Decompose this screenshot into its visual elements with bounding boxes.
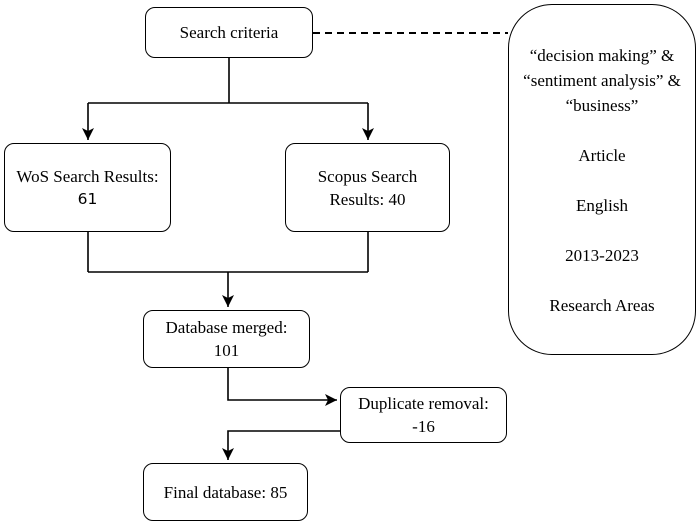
node-database-merged: Database merged: 101 <box>143 310 310 368</box>
node-search-criteria: Search criteria <box>145 7 313 58</box>
panel-item-article: Article <box>578 146 626 165</box>
node-label: Scopus Search <box>317 166 418 186</box>
node-label: WoS Search Results: <box>16 166 159 186</box>
node-wos-results: WoS Search Results: 61 <box>4 143 171 232</box>
node-value: -16 <box>412 417 435 436</box>
arrow-to-final <box>222 430 340 460</box>
criteria-panel: “decision making” & “sentiment analysis”… <box>508 4 696 355</box>
node-label: Search criteria <box>179 23 279 42</box>
node-value: 61 <box>77 189 98 208</box>
panel-item-english: English <box>576 196 628 215</box>
node-value: 101 <box>213 341 240 360</box>
arrow-to-duplicate <box>227 368 337 406</box>
node-duplicate-removal: Duplicate removal: -16 <box>340 387 507 443</box>
query-line: “business” <box>565 96 639 115</box>
node-value: Results: 40 <box>329 189 406 209</box>
node-final-database: Final database: 85 <box>143 463 308 521</box>
node-label: Database merged: <box>165 318 288 337</box>
panel-item-research-areas: Research Areas <box>549 296 655 315</box>
node-label: Duplicate removal: <box>358 394 489 413</box>
node-scopus-results: Scopus Search Results: 40 <box>285 143 450 232</box>
query-line: “sentiment analysis” & <box>523 71 681 90</box>
panel-item-years: 2013-2023 <box>565 246 639 265</box>
node-label: Final database: 85 <box>163 482 288 502</box>
query-line: “decision making” & <box>529 46 675 65</box>
